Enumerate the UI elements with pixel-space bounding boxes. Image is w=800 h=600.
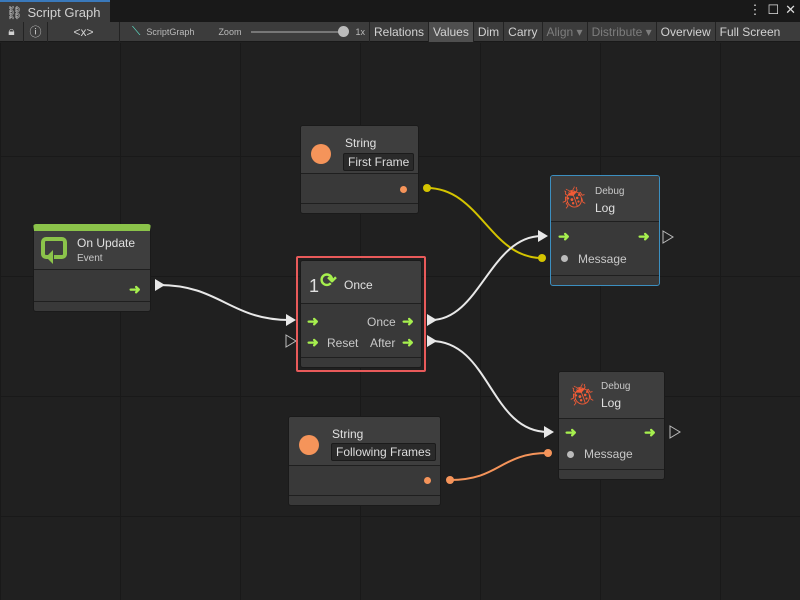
string-value-field[interactable]: First Frame [343,153,415,171]
debug-log-node-2[interactable]: 🐞︎ Debug Log ➜ ➜ Message [558,371,665,480]
port-in-once-reset [285,334,297,348]
control-input-arrow-icon: ➜ [307,313,319,329]
tab-script-graph[interactable]: ⛓Script Graph [0,0,110,22]
control-output-arrow-icon: ➜ [402,334,414,350]
port-in-log2 [544,426,554,438]
dim-button[interactable]: Dim [474,21,505,42]
port-in-log1 [538,230,548,242]
maximize-icon[interactable]: ☐ [767,2,780,17]
values-button[interactable]: Values [429,21,474,42]
align-dropdown[interactable]: Align ▾ [543,21,588,42]
control-output-arrow-icon: ➜ [129,281,141,297]
wire-update-once [158,284,291,321]
hierarchy-icon: ⛓ [6,5,23,20]
port-out-string2 [446,476,454,484]
relations-button[interactable]: Relations [370,21,430,42]
control-output-arrow-icon: ➜ [638,228,650,244]
control-input-arrow-icon: ➜ [565,424,577,440]
overview-button[interactable]: Overview [657,21,716,42]
tab-bar: ⛓Script Graph ⋮ ☐ ✕ [0,0,800,22]
wire-string2-log2 [449,452,549,481]
close-icon[interactable]: ✕ [785,2,796,17]
once-node[interactable]: 1 ⟳ Once ➜ Once ➜ ➜ Reset After ➜ [300,260,422,368]
embed-button[interactable]: <x> [48,21,120,42]
port-out-string1 [423,184,431,192]
value-port-icon [424,477,431,484]
port-out-log2 [669,425,681,439]
wire-once-log1 [430,235,543,321]
port-in-log1-message [538,254,546,262]
bug-icon: 🐞︎ [560,185,588,210]
wire-string1-log1 [426,187,543,259]
value-port-icon [567,451,574,458]
selection-outline [296,256,426,372]
control-output-arrow-icon: ➜ [402,313,414,329]
value-port-icon [561,255,568,262]
more-icon[interactable]: ⋮ [748,2,762,17]
loop-icon [41,237,67,264]
string-icon [299,435,319,455]
carry-button[interactable]: Carry [504,21,543,42]
refresh-icon: ⟳ [320,270,337,292]
port-in-once-enter [286,314,296,326]
full-screen-button[interactable]: Full Screen [719,24,781,39]
string-icon [311,144,331,164]
port-in-log2-message [544,449,552,457]
control-output-arrow-icon: ➜ [644,424,656,440]
graph-icon: ⟍ [132,24,141,38]
bug-icon: 🐞︎ [568,382,596,407]
distribute-dropdown[interactable]: Distribute ▾ [588,21,657,42]
port-out-once [427,314,437,326]
port-out-after [427,335,437,347]
on-update-node[interactable]: On Update Event ➜ [33,224,151,312]
port-out-update [155,279,165,291]
lock-icon[interactable]: 🔒︎ [0,21,24,42]
string-node-following-frames[interactable]: String Following Frames [288,416,441,506]
wire-after-log2 [430,340,549,433]
value-port-icon [400,186,407,193]
info-icon[interactable]: ⓘ [24,21,48,42]
zoom-slider[interactable] [251,25,350,37]
string-node-first-frame[interactable]: String First Frame [300,125,419,214]
toolbar: 🔒︎ ⓘ <x> ⟍ ScriptGraph Zoom 1x Relations… [0,21,800,42]
graph-breadcrumb: ⟍ ScriptGraph Zoom 1x [120,21,370,42]
port-out-log1 [662,230,674,244]
string-value-field[interactable]: Following Frames [331,443,436,461]
control-input-arrow-icon: ➜ [558,228,570,244]
control-input-arrow-icon: ➜ [307,334,319,350]
debug-log-node-1[interactable]: 🐞︎ Debug Log ➜ ➜ Message [550,175,660,286]
